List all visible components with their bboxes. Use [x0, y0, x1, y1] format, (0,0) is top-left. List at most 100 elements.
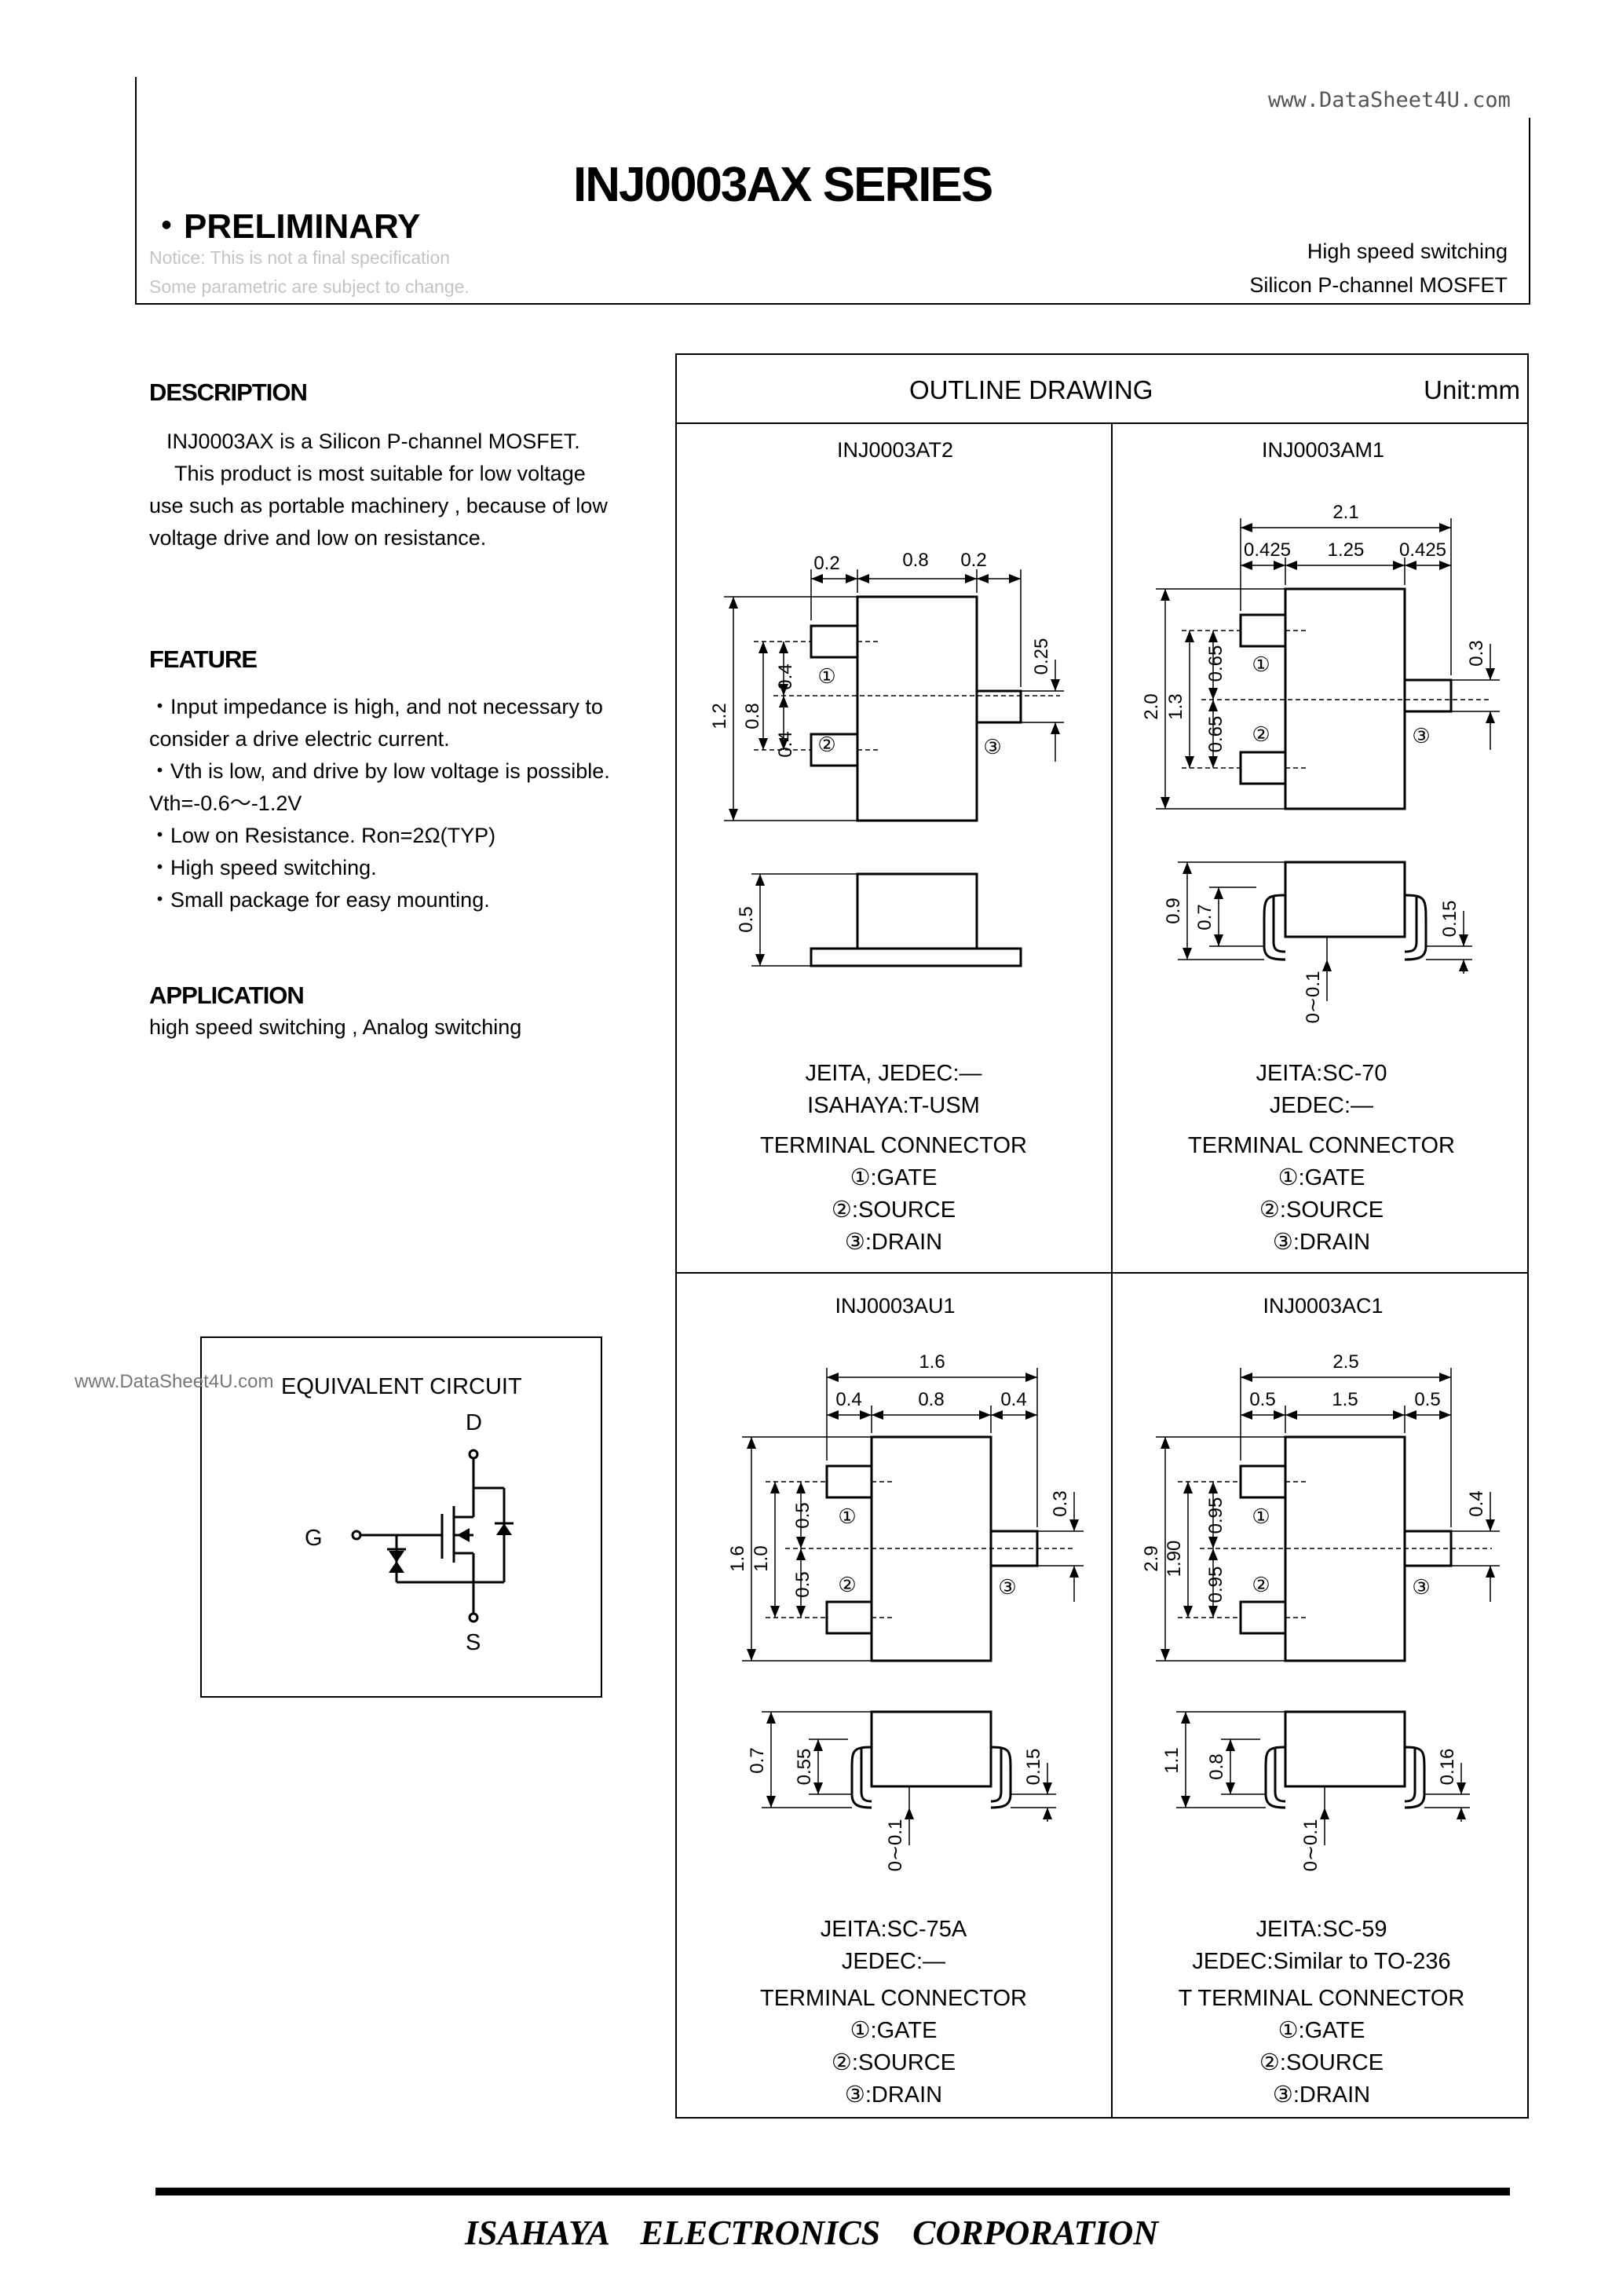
outline-title: OUTLINE DRAWING — [909, 375, 1153, 404]
dim-label: 0.95 — [1205, 1567, 1226, 1603]
feature-item: ・Vth is low, and drive by low voltage is… — [149, 759, 610, 783]
terminal-heading: TERMINAL CONNECTOR — [760, 1133, 1027, 1158]
company-name: ISAHAYA ELECTRONICS CORPORATION — [464, 2214, 1159, 2252]
pin-3-marker: ③ — [983, 735, 1001, 759]
terminal-item: ③:DRAIN — [1272, 1230, 1371, 1255]
application-text: high speed switching , Analog switching — [149, 1015, 522, 1039]
watermark[interactable]: www.DataSheet4U.com — [1268, 88, 1511, 112]
package-info-m1: JEITA:SC-70 JEDEC:— TERMINAL CONNECTOR ①… — [1125, 1058, 1518, 1259]
outline-drawing-box — [675, 353, 1529, 2119]
circuit-title: EQUIVALENT CIRCUIT — [281, 1374, 522, 1399]
standard-line: JEDEC:— — [841, 1949, 946, 1974]
dim-label: 0.95 — [1205, 1497, 1226, 1534]
description-para-1: INJ0003AX is a Silicon P-channel MOSFET. — [166, 430, 580, 453]
terminal-item: ①:GATE — [850, 2018, 938, 2043]
pin-s-label: S — [466, 1630, 481, 1655]
pin-1-marker: ① — [1252, 1504, 1270, 1528]
standard-line: JEDEC:— — [1269, 1093, 1374, 1118]
dim-label: 0.4 — [1466, 1490, 1487, 1516]
feature-heading: FEATURE — [149, 645, 258, 673]
dim-label: 0.425 — [1399, 539, 1446, 561]
watermark[interactable]: www.DataSheet4U.com — [75, 1371, 274, 1392]
feature-item: ・Small package for easy mounting. — [149, 888, 490, 912]
standard-line: JEITA, JEDEC:— — [805, 1061, 982, 1086]
outline-vertical-divider — [1111, 422, 1113, 2119]
notice-line-1: Notice: This is not a final specificatio… — [149, 247, 451, 268]
dim-label: 2.9 — [1141, 1545, 1162, 1571]
pin-1-marker: ① — [838, 1504, 856, 1528]
terminal-item: ②:SOURCE — [1259, 1197, 1384, 1223]
dim-label: 0.425 — [1244, 539, 1291, 561]
pin-2-marker: ② — [1252, 722, 1270, 746]
pin-2-marker: ② — [817, 733, 835, 756]
dim-label: 2.5 — [1332, 1351, 1358, 1373]
package-info-c1: JEITA:SC-59 JEDEC:Similar to TO-236 T TE… — [1125, 1914, 1518, 2111]
dim-label: 0.7 — [747, 1747, 768, 1773]
dim-label: 0.5 — [1414, 1389, 1440, 1410]
dim-label: 0.5 — [792, 1502, 813, 1528]
dim-label: 0.16 — [1437, 1749, 1458, 1786]
dim-label: 0.65 — [1205, 645, 1226, 682]
dim-label: 2.0 — [1141, 693, 1162, 719]
dim-label: 0∼0.1 — [1303, 971, 1324, 1024]
dim-label: 1.25 — [1328, 539, 1365, 561]
dim-label: 0.8 — [918, 1389, 944, 1410]
unit-label: Unit:mm — [1424, 375, 1520, 404]
outline-header-rule — [675, 422, 1529, 424]
dim-label: 1.5 — [1332, 1389, 1358, 1410]
package-name-t2: INJ0003AT2 — [836, 438, 954, 462]
standard-line: ISAHAYA:T-USM — [807, 1093, 980, 1118]
dim-label: 1.3 — [1165, 693, 1186, 719]
standard-line: JEITA:SC-59 — [1256, 1917, 1387, 1942]
dim-label: 1.6 — [919, 1351, 945, 1373]
outline-horizontal-divider — [675, 1272, 1529, 1274]
package-info-t2: JEITA, JEDEC:— ISAHAYA:T-USM TERMINAL CO… — [697, 1058, 1090, 1259]
dim-label: 0.8 — [742, 703, 763, 729]
pin-2-marker: ② — [838, 1573, 856, 1596]
subtitle-line-1: High speed switching — [1307, 239, 1508, 263]
pin-3-marker: ③ — [998, 1575, 1016, 1599]
pin-d-label: D — [466, 1410, 482, 1435]
feature-item: consider a drive electric current. — [149, 727, 450, 751]
description-para-2-line-2: use such as portable machinery , because… — [149, 494, 608, 517]
terminal-heading: TERMINAL CONNECTOR — [760, 1986, 1027, 2011]
package-info-u1: JEITA:SC-75A JEDEC:— TERMINAL CONNECTOR … — [697, 1914, 1090, 2111]
terminal-item: ①:GATE — [1278, 2018, 1365, 2043]
dim-label: 0.15 — [1023, 1749, 1044, 1786]
dim-label: 0.3 — [1466, 640, 1487, 666]
feature-item: ・Input impedance is high, and not necess… — [149, 695, 603, 718]
pin-1-marker: ① — [1252, 653, 1270, 676]
feature-item: ・Low on Resistance. Ron=2Ω(TYP) — [149, 824, 496, 847]
terminal-item: ③:DRAIN — [844, 1230, 943, 1255]
dim-label: 0.5 — [792, 1571, 813, 1597]
dim-label: 1.1 — [1161, 1747, 1183, 1773]
standard-line: JEITA:SC-75A — [820, 1917, 967, 1942]
pin-g-label: G — [305, 1526, 323, 1551]
dim-label: 0.8 — [1206, 1753, 1227, 1779]
terminal-item: ②:SOURCE — [831, 2050, 956, 2075]
subtitle-line-2: Silicon P-channel MOSFET — [1249, 273, 1508, 297]
dim-label: 1.0 — [751, 1545, 772, 1571]
dim-label: 0.4 — [1000, 1389, 1026, 1410]
terminal-item: ③:DRAIN — [1272, 2082, 1371, 2108]
dim-label: 0∼0.1 — [1300, 1819, 1321, 1872]
dim-label: 0.3 — [1050, 1490, 1071, 1516]
dim-label: 0.15 — [1439, 901, 1460, 938]
terminal-item: ③:DRAIN — [844, 2082, 943, 2108]
terminal-item: ②:SOURCE — [1259, 2050, 1384, 2075]
dim-label: 0.2 — [813, 553, 839, 574]
pin-1-marker: ① — [817, 664, 835, 688]
package-name-m1: INJ0003AM1 — [1261, 438, 1385, 462]
standard-line: JEDEC:Similar to TO-236 — [1192, 1949, 1451, 1974]
pin-3-marker: ③ — [1412, 724, 1430, 748]
page-title: INJ0003AX SERIES — [573, 158, 993, 212]
dim-label: 0.4 — [775, 664, 796, 689]
equivalent-circuit-box — [200, 1336, 602, 1698]
dim-label: 0∼0.1 — [885, 1819, 906, 1872]
terminal-heading: T TERMINAL CONNECTOR — [1178, 1986, 1465, 2011]
dim-label: 0.25 — [1031, 638, 1052, 675]
